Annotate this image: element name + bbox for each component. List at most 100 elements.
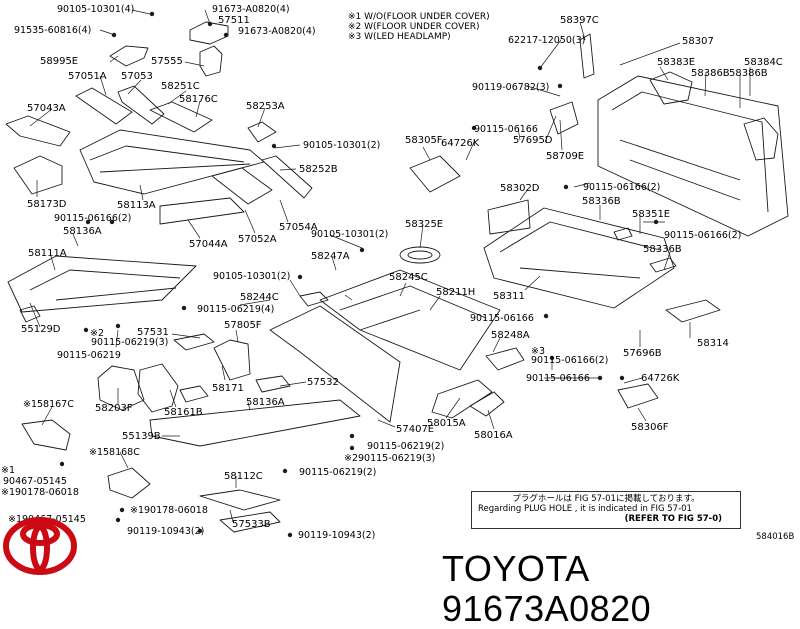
- part-label: 90115-06166: [526, 373, 590, 384]
- part-label: 57511: [218, 15, 250, 26]
- part-label: 58252B: [299, 164, 338, 175]
- part-label: 90115-06219(3): [91, 337, 169, 348]
- part-label: 90105-10301(2): [303, 140, 381, 151]
- part-label: 57054A: [279, 222, 318, 233]
- part-label: 57805F: [224, 320, 262, 331]
- part-label: ※1: [1, 465, 16, 476]
- part-label: 64726K: [641, 373, 680, 384]
- part-label: 58709E: [546, 151, 585, 162]
- part-label: 90115-06166(2): [583, 182, 661, 193]
- part-label: ※2: [90, 328, 105, 339]
- part-label: 62217-12050(3): [508, 35, 586, 46]
- part-label: 58113A: [117, 200, 156, 211]
- toyota-logo-icon: [2, 515, 78, 581]
- part-label: 58397C: [560, 15, 599, 26]
- part-label: 58253A: [246, 101, 285, 112]
- part-label: 90119-06782(3): [472, 82, 550, 93]
- part-label: 58351E: [632, 209, 671, 220]
- part-label: 57533B: [232, 519, 271, 530]
- parts-diagram: [5, 9, 789, 538]
- part-label: ※158167C: [23, 399, 74, 410]
- part-label: 90119-10943(2): [127, 526, 205, 537]
- part-label: 58336B: [643, 244, 682, 255]
- part-label: 90115-06219(2): [367, 441, 445, 452]
- part-label: 58015A: [427, 418, 466, 429]
- part-label: 58173D: [27, 199, 67, 210]
- legend: ※1 W/O(FLOOR UNDER COVER) ※2 W(FLOOR UND…: [348, 12, 490, 42]
- part-label: 90115-06166: [474, 124, 538, 135]
- part-label: ※190178-06018: [1, 487, 79, 498]
- part-label: 57531: [137, 327, 169, 338]
- part-label: 90105-10301(2): [311, 229, 389, 240]
- part-label: 58111A: [28, 248, 67, 259]
- part-label: 58311: [493, 291, 525, 302]
- part-label: 58136A: [246, 397, 285, 408]
- note-line-en: Regarding PLUG HOLE , it is indicated in…: [478, 504, 692, 514]
- part-label: 90467-05145: [3, 476, 67, 487]
- part-label: 58386B: [691, 68, 730, 79]
- part-label: 55139B: [122, 431, 161, 442]
- part-label: 58176C: [179, 94, 218, 105]
- part-label: 57044A: [189, 239, 228, 250]
- part-number-title: TOYOTA 91673A0820: [442, 548, 652, 629]
- part-label: 58325E: [405, 219, 444, 230]
- part-label: 58211H: [436, 287, 476, 298]
- part-label: 90115-06166(2): [54, 213, 132, 224]
- part-label: 90119-10943(2): [298, 530, 376, 541]
- part-label: 58247A: [311, 251, 350, 262]
- part-label: 58302D: [500, 183, 540, 194]
- note-line-ref: (REFER TO FIG 57-0): [624, 514, 722, 524]
- part-label: 57695D: [513, 135, 553, 146]
- part-label: 57043A: [27, 103, 66, 114]
- part-label: 57052A: [238, 234, 277, 245]
- part-label: 90115-06219: [57, 350, 121, 361]
- part-label: 58383E: [657, 57, 696, 68]
- part-label: 58305F: [405, 135, 443, 146]
- part-label: 90115-06166: [470, 313, 534, 324]
- legend-item-1: ※1 W/O(FLOOR UNDER COVER): [348, 12, 490, 22]
- part-label: 58306F: [631, 422, 669, 433]
- fastener-marks: [59, 11, 659, 538]
- part-label: 58248A: [491, 330, 530, 341]
- legend-item-2: ※2 W(FLOOR UNDER COVER): [348, 22, 480, 32]
- part-label: 64726K: [441, 138, 480, 149]
- part-label: 58251C: [161, 81, 200, 92]
- legend-item-3: ※3 W(LED HEADLAMP): [348, 32, 451, 42]
- part-label: 90105-10301(2): [213, 271, 291, 282]
- part-label: 58386B: [729, 68, 768, 79]
- part-label: ※190178-06018: [130, 505, 208, 516]
- part-label: 58171: [212, 383, 244, 394]
- part-label: ※3: [531, 346, 546, 357]
- part-label: 58245C: [389, 272, 428, 283]
- figure-id: 584016B: [756, 532, 795, 542]
- part-label: 57696B: [623, 348, 662, 359]
- part-label: 57053: [121, 71, 153, 82]
- part-label: 90115-06219(4): [197, 304, 275, 315]
- part-label: 91673-A0820(4): [238, 26, 316, 37]
- part-label: 58995E: [40, 56, 79, 67]
- part-label: 58314: [697, 338, 729, 349]
- part-label: 58244C: [240, 292, 279, 303]
- part-label: 90115-06219(2): [299, 467, 377, 478]
- rear-part-shapes: [409, 33, 789, 409]
- part-label: 57532: [307, 377, 339, 388]
- part-shapes: [5, 21, 525, 533]
- note-line-jp: プラグホールは FIG 57-01に掲載しております。: [512, 494, 700, 504]
- part-label: 91673-A0820(4): [212, 4, 290, 15]
- part-label: 58136A: [63, 226, 102, 237]
- part-label: 57407E: [396, 424, 435, 435]
- part-label: 91535-60816(4): [14, 25, 92, 36]
- part-label: 58112C: [224, 471, 263, 482]
- leader-lines: [29, 9, 751, 523]
- part-label: 90115-06166(2): [664, 230, 742, 241]
- part-label: ※290115-06219(3): [344, 453, 436, 464]
- part-label: 57051A: [68, 71, 107, 82]
- part-label: ※158168C: [89, 447, 140, 458]
- part-label: 58307: [682, 36, 714, 47]
- part-label: 58384C: [744, 57, 783, 68]
- part-label: 58336B: [582, 196, 621, 207]
- part-label: 90105-10301(4): [57, 4, 135, 15]
- part-label: 58161B: [164, 407, 203, 418]
- part-label: 57555: [151, 56, 183, 67]
- plug-hole-note: プラグホールは FIG 57-01に掲載しております。 Regarding PL…: [471, 491, 741, 529]
